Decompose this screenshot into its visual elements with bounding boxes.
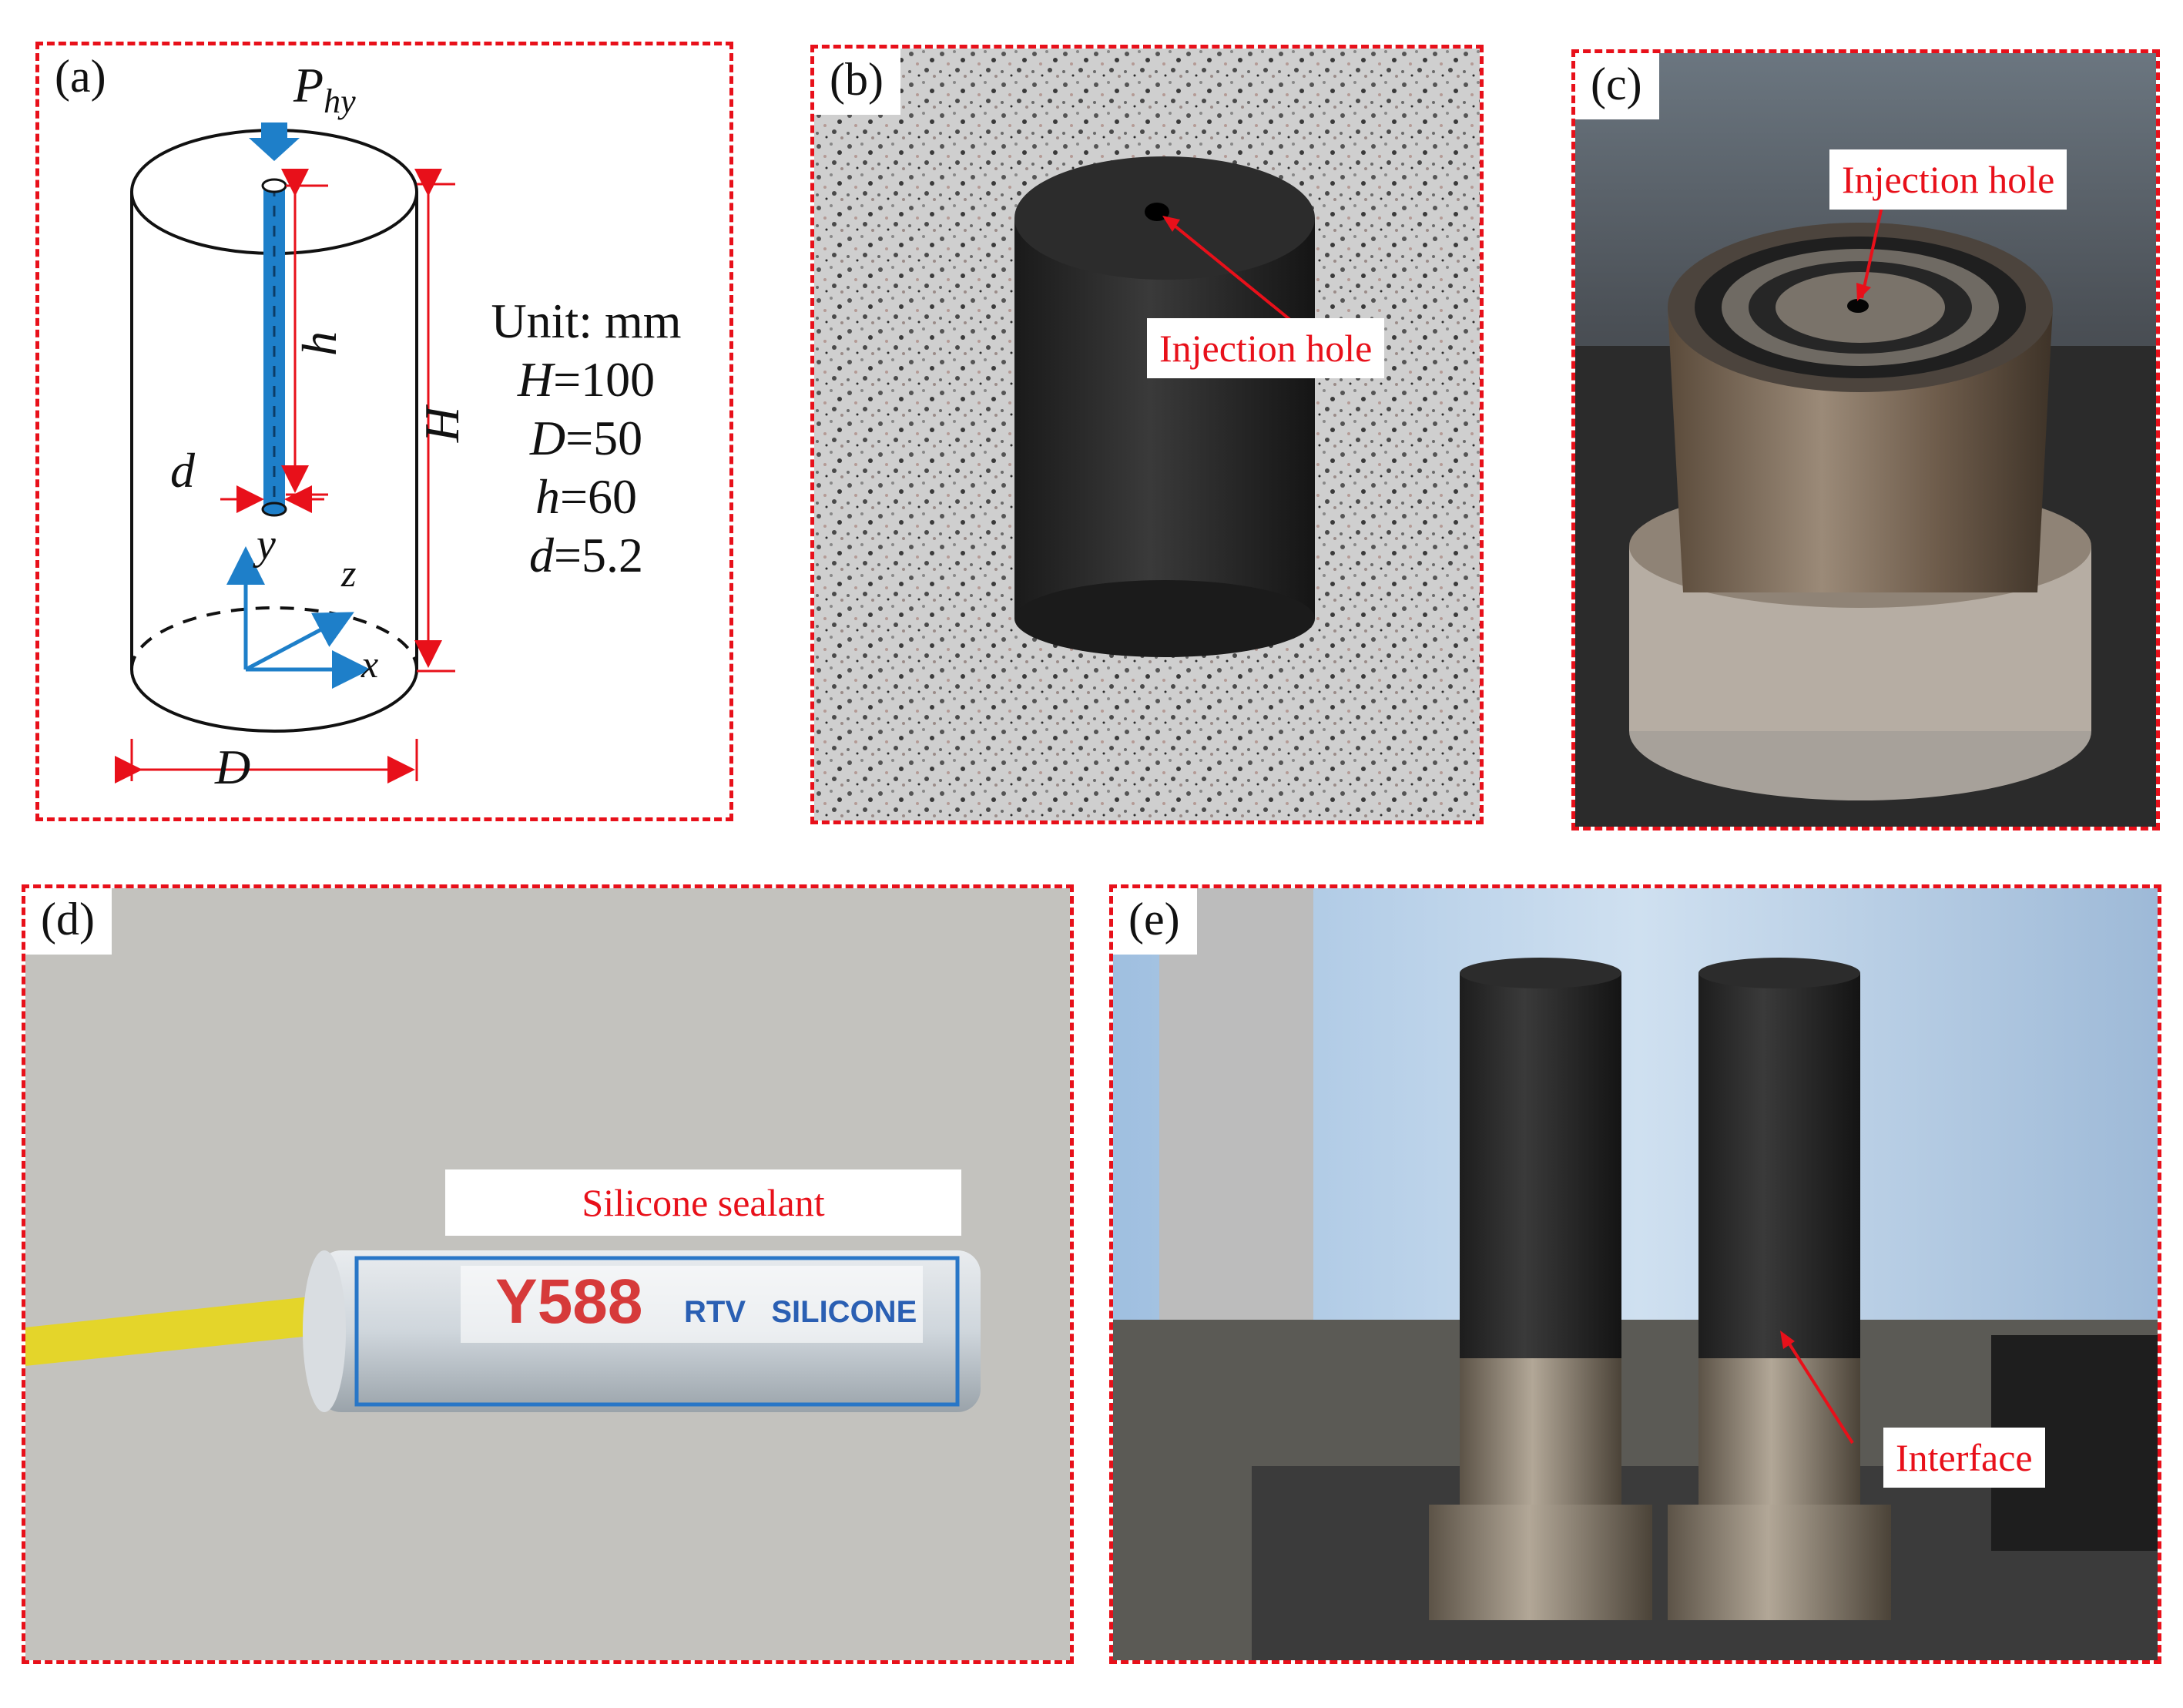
unit-title: Unit: mm: [491, 294, 682, 348]
load-arrow-icon: [249, 122, 300, 161]
dimension-row: H=100: [517, 352, 656, 407]
panel-b: (b) Injection hole: [810, 45, 1484, 824]
callout-interface: Interface: [1883, 1428, 2045, 1488]
dim-label-h: h: [292, 331, 347, 356]
panel-b-label: (b): [814, 49, 900, 115]
panel-a-label: (a): [39, 45, 123, 112]
dim-label-d: d: [170, 443, 195, 498]
panel-e: (e) Interface: [1109, 884, 2161, 1664]
axis-label-x: x: [361, 643, 379, 686]
dim-label-D: D: [215, 740, 251, 794]
cylinder-bottom-back: [130, 606, 418, 670]
panel-d: (d) Silicone sealant Y588 RTV SILICONE: [22, 884, 1074, 1664]
load-label: Phy: [293, 58, 356, 120]
callout-injection-hole: Injection hole: [1147, 318, 1385, 378]
dimension-row: D=50: [529, 411, 643, 465]
panel-e-label: (e): [1113, 888, 1197, 955]
specimen-schematic: [115, 122, 455, 784]
callout-injection-hole: Injection hole: [1829, 149, 2067, 210]
dimension-table: Unit: mm H=100 D=50 h=60 d=5.2: [471, 292, 702, 585]
photo-silicone-tube: [25, 888, 1070, 1660]
tube-brand-text: Y588: [495, 1267, 643, 1337]
panel-d-label: (d): [25, 888, 112, 955]
cylinder-bottom-front: [130, 669, 418, 733]
tube-product-text: RTV SILICONE: [684, 1295, 917, 1329]
axis-z-arrow: [244, 612, 354, 672]
panel-c: (c) Injection hole: [1571, 49, 2160, 831]
dim-label-H: H: [414, 406, 470, 443]
axis-label-y: y: [257, 521, 276, 569]
dimension-row: d=5.2: [528, 528, 644, 582]
panel-a: (a): [35, 42, 733, 821]
panel-c-label: (c): [1575, 53, 1659, 119]
dimension-row: h=60: [535, 469, 638, 524]
injection-hole-icon: [1847, 299, 1869, 313]
photo-specimen-on-granite: [814, 49, 1480, 820]
callout-silicone-sealant: Silicone sealant: [445, 1169, 961, 1236]
axis-label-z: z: [341, 552, 357, 595]
photo-two-specimens: [1113, 888, 2158, 1660]
